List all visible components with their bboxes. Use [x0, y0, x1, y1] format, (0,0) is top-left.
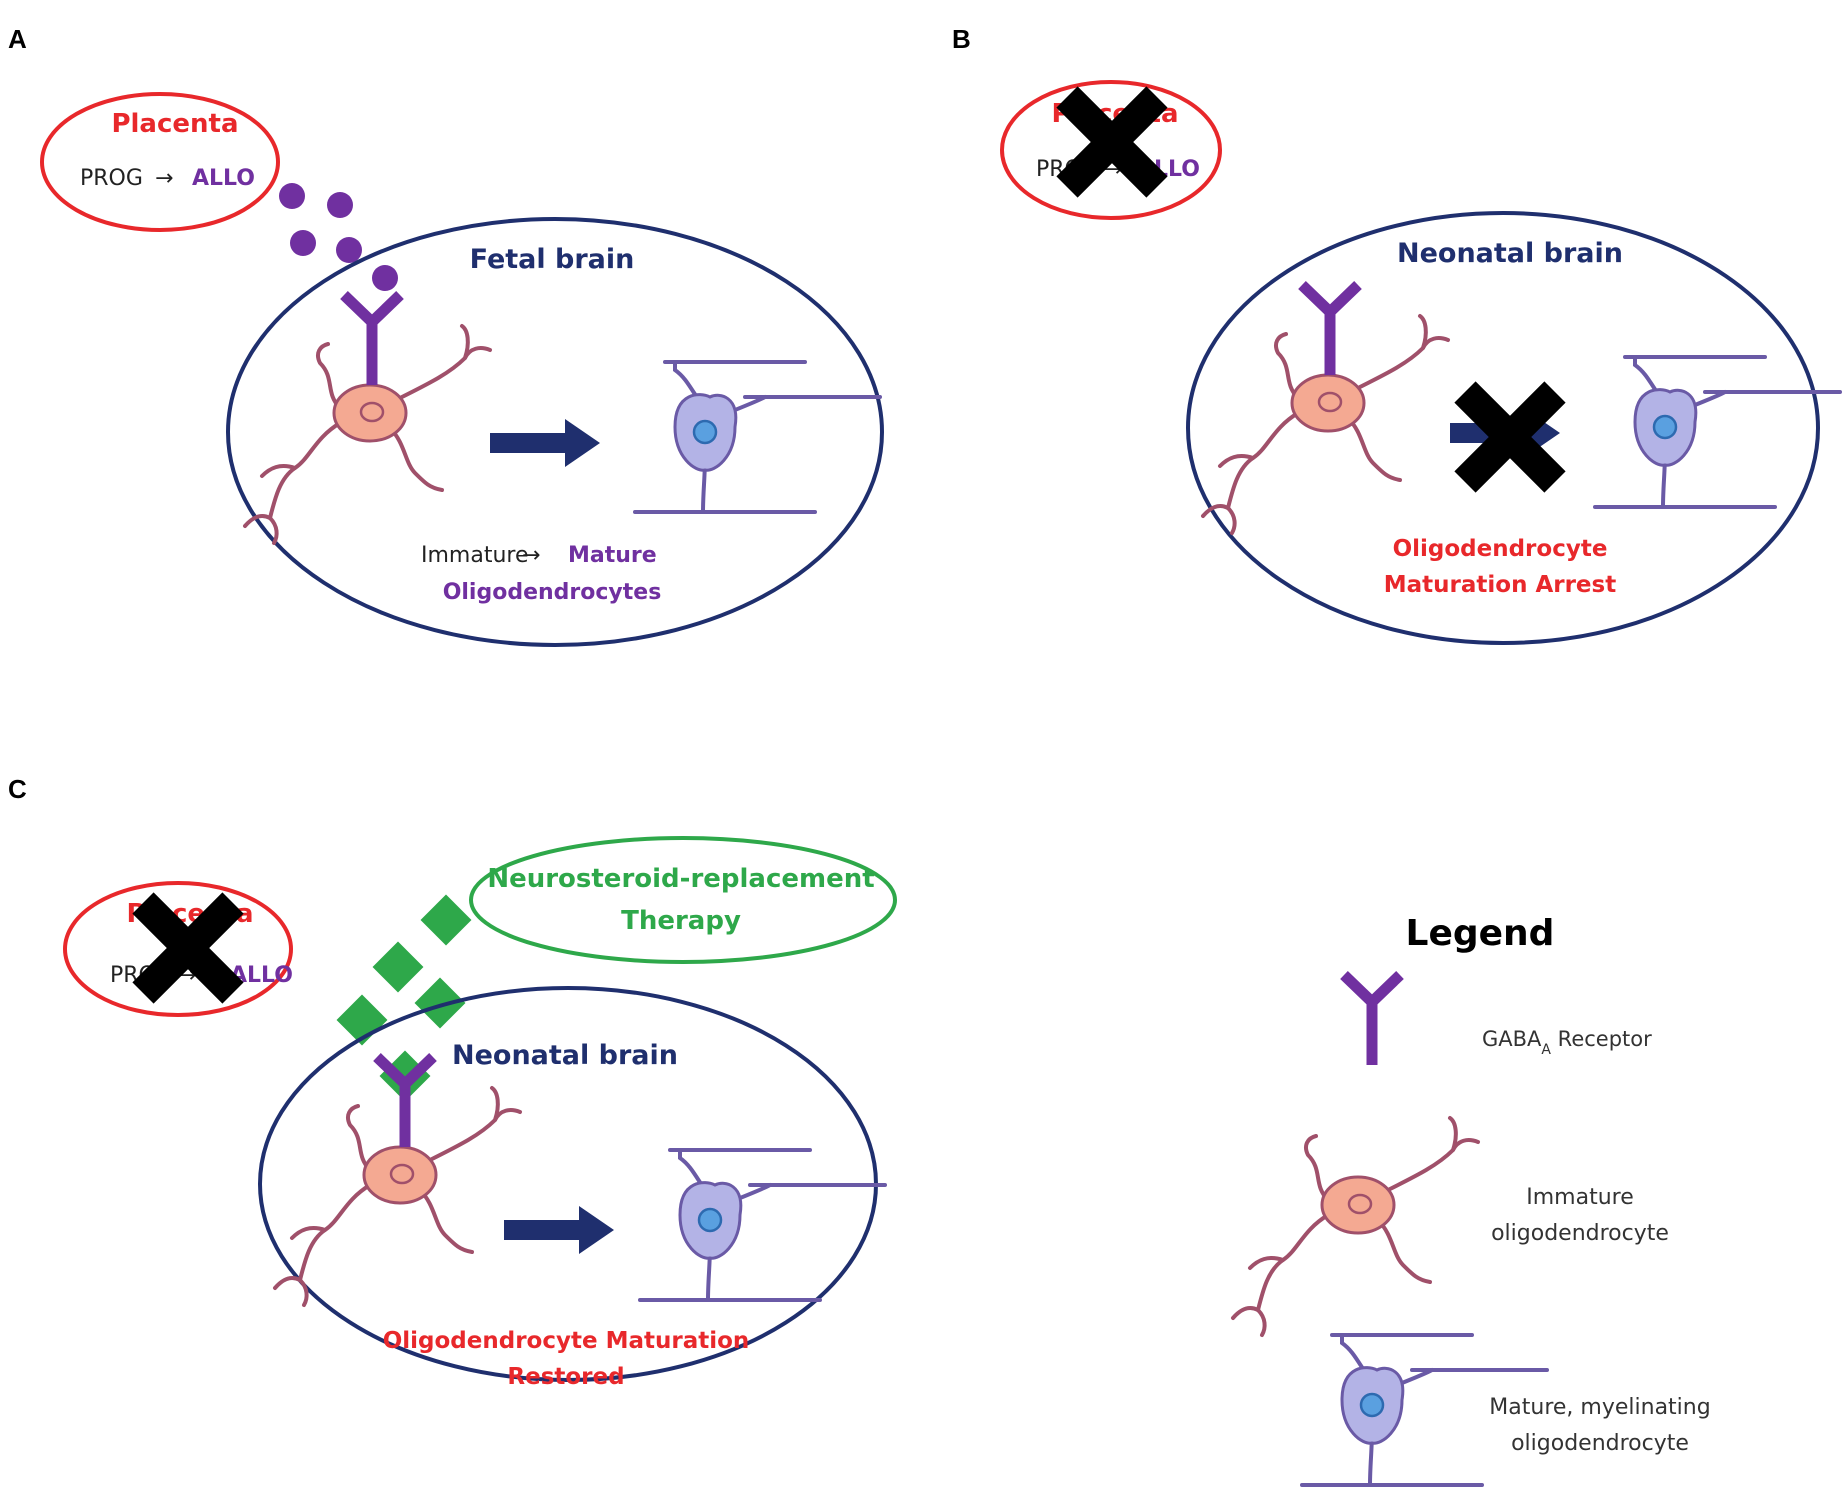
arrest-caption-line2: Maturation Arrest [1384, 572, 1616, 598]
therapy-bubble: Neurosteroid-replacement Therapy [469, 836, 897, 964]
placenta-oval [40, 92, 280, 232]
arrest-caption-line1: Oligodendrocyte [1393, 536, 1608, 562]
caption-mature: Mature [568, 543, 657, 568]
caption-oligodendrocytes: Oligodendrocytes [443, 580, 662, 605]
brain-oval [226, 217, 884, 647]
legend-mature-line2: oligodendrocyte [1511, 1431, 1689, 1456]
gaba-receptor [344, 295, 400, 385]
placenta-oval [63, 881, 293, 1017]
brain-title: Fetal brain [470, 244, 635, 275]
panel-c-label: C [8, 774, 27, 804]
therapy-oval [469, 836, 897, 964]
restored-caption-line2: Restored [507, 1364, 624, 1390]
legend-immature-line1: Immature [1526, 1185, 1634, 1210]
panel-a-placenta: Placenta PROG → ALLO [40, 92, 280, 232]
brain-title: Neonatal brain [452, 1040, 678, 1071]
legend-mature-line1: Mature, myelinating [1489, 1395, 1710, 1420]
panel-b-placenta: Placenta PROG → ALLO [1000, 80, 1222, 220]
immature-oligodendrocyte [273, 1086, 522, 1307]
receptor-suffix: Receptor [1551, 1027, 1652, 1051]
mature-oligodendrocyte [638, 1148, 887, 1302]
legend: Legend GABAA Receptor Immature oligodend… [1231, 913, 1711, 1487]
legend-receptor-icon [1344, 975, 1400, 1065]
restored-caption-line1: Oligodendrocyte Maturation [383, 1328, 750, 1354]
maturation-arrow [504, 1206, 614, 1254]
panel-c-brain: Neonatal brain Oligodendrocyte Maturatio… [258, 986, 887, 1390]
caption-arrow: → [522, 543, 540, 568]
therapy-line2: Therapy [621, 906, 741, 936]
placenta-oval [1000, 80, 1222, 220]
brain-oval [1186, 211, 1820, 645]
legend-immature-line2: oligodendrocyte [1491, 1221, 1669, 1246]
legend-receptor-label: GABAA Receptor [1482, 1027, 1652, 1058]
allo-molecules [279, 183, 398, 291]
brain-title: Neonatal brain [1397, 238, 1623, 269]
legend-title: Legend [1406, 913, 1555, 954]
panel-a-label: A [8, 24, 27, 54]
placenta-title: Placenta [111, 109, 238, 139]
therapy-line1: Neurosteroid-replacement [487, 864, 874, 894]
caption-immature: Immature [421, 543, 529, 568]
legend-immature-icon [1231, 1116, 1480, 1337]
mature-oligodendrocyte [633, 360, 882, 514]
prog-text: PROG [80, 166, 143, 191]
panel-b-brain: Neonatal brain Oligodendrocyte Maturatio… [1186, 211, 1842, 645]
panel-c-placenta: Placenta PROG → ALLO [63, 881, 293, 1017]
gaba-receptor [1302, 285, 1358, 375]
gaba-subscript: A [1541, 1042, 1551, 1058]
mature-oligodendrocyte [1593, 355, 1842, 509]
arrow-glyph: → [155, 166, 173, 191]
neurosteroid-molecules [336, 894, 472, 1102]
allo-text: ALLO [192, 166, 255, 191]
panel-a-brain: Fetal brain Immature → Mature Oligodendr… [226, 217, 884, 647]
maturation-arrow [490, 419, 600, 467]
panel-b-label: B [952, 24, 971, 54]
gaba-text: GABA [1482, 1027, 1542, 1051]
